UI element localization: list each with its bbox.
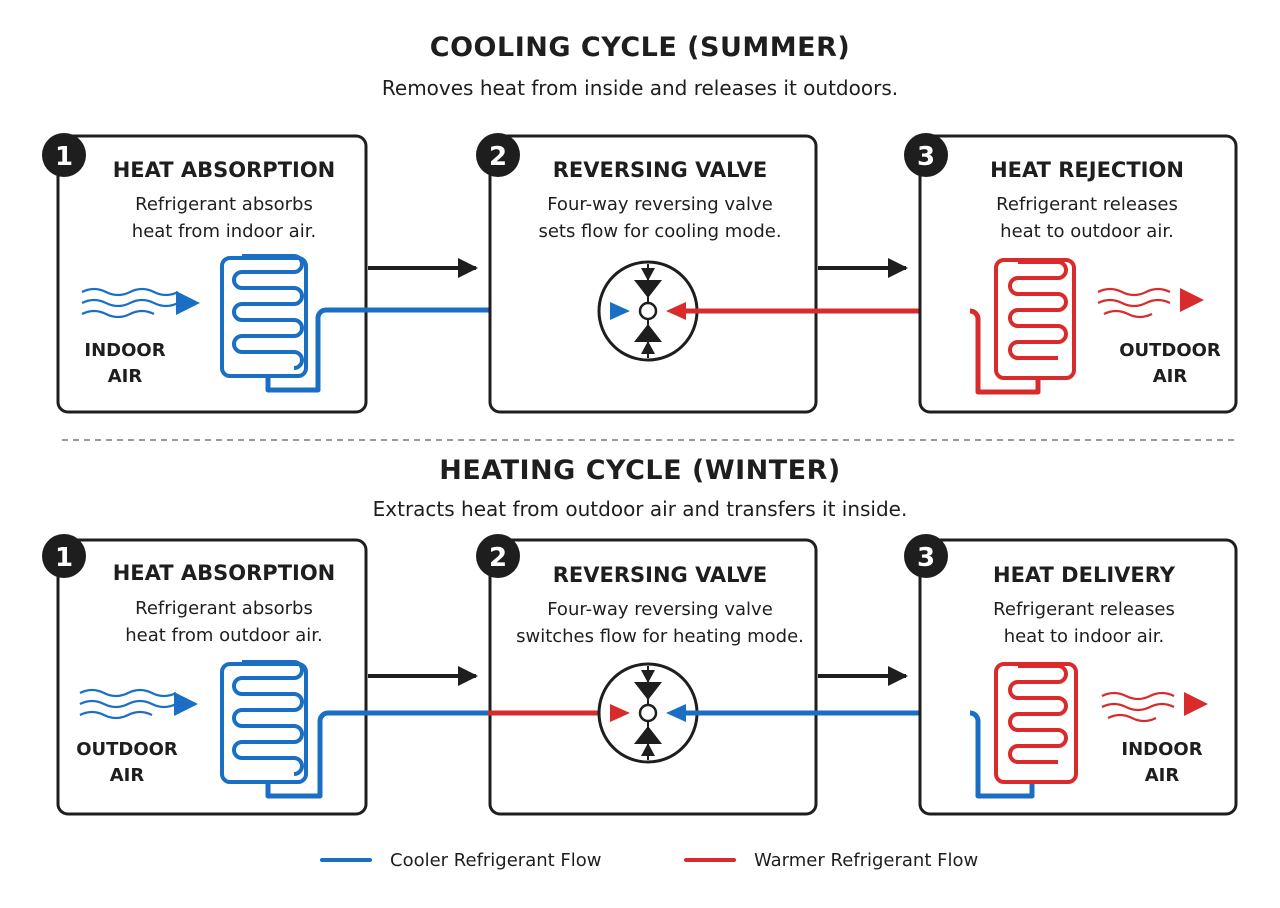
heating-step-1-title: HEAT ABSORPTION <box>113 561 336 585</box>
cooling-step-3-desc-line-1: Refrigerant releases <box>996 194 1178 215</box>
heating-step-2-number: 2 <box>489 543 507 573</box>
air-flow-arrow-icon <box>176 291 200 315</box>
heating-step-3-desc-line-2: heat to indoor air. <box>1004 626 1165 647</box>
heating-step-2-title: REVERSING VALVE <box>553 563 768 587</box>
cooler-refrigerant-line <box>265 307 610 393</box>
warm-flow-arrowhead-icon <box>666 302 686 320</box>
cooling-step-2-title: REVERSING VALVE <box>553 158 768 182</box>
air-flow-arrow-icon <box>1180 288 1204 312</box>
cooling-step-3-air-label-line-1: OUTDOOR <box>1119 340 1221 361</box>
warm-flow-arrowhead-icon <box>610 704 630 722</box>
legend-warm-label: Warmer Refrigerant Flow <box>754 849 979 871</box>
cooling-step-3-number: 3 <box>917 142 935 172</box>
heating-step-1-number: 1 <box>55 543 73 573</box>
cooling-step-2-number: 2 <box>489 142 507 172</box>
cooling-step-3-box <box>918 134 1238 414</box>
heating-subtitle: Extracts heat from outdoor air and trans… <box>372 497 908 521</box>
cooling-step-3-title: HEAT REJECTION <box>990 158 1184 182</box>
coil-frame <box>994 258 1076 380</box>
cooler-refrigerant-line <box>265 710 488 799</box>
coil-frame <box>220 256 308 378</box>
heating-step-1-box <box>56 538 368 816</box>
legend-cool: Cooler Refrigerant Flow <box>320 845 602 875</box>
legend-cool-swatch <box>320 858 372 862</box>
warmer-refrigerant-line <box>969 308 1041 395</box>
legend-warm-swatch <box>684 858 736 862</box>
heating-title: HEATING CYCLE (WINTER) <box>439 455 841 486</box>
cooling-step-1-number: 1 <box>55 142 73 172</box>
cooling-step-3-air-label-line-2: AIR <box>1153 366 1188 387</box>
condenser-coil-icon <box>1008 664 1068 764</box>
cooler-refrigerant-line <box>969 710 1035 799</box>
cooling-step-2-desc-line-2: sets flow for cooling mode. <box>538 221 781 242</box>
cooling-step-2-desc-line-1: Four-way reversing valve <box>547 194 773 215</box>
heating-step-1-desc-line-1: Refrigerant absorbs <box>135 598 313 619</box>
heating-step-1-air-label-line-1: OUTDOOR <box>76 739 178 760</box>
cooling-step-2-badge <box>476 133 520 177</box>
heating-step-3-badge <box>904 534 948 578</box>
cooling-step-1-box <box>56 134 368 414</box>
legend-warm: Warmer Refrigerant Flow <box>684 845 978 875</box>
cooling-step-3-badge <box>904 133 948 177</box>
cooling-step-1-desc-line-1: Refrigerant absorbs <box>135 194 313 215</box>
heating-step-2-desc-line-2: switches flow for heating mode. <box>516 626 804 647</box>
cooling-step-1-title: HEAT ABSORPTION <box>113 158 336 182</box>
air-flow-arrow-icon <box>1184 692 1208 716</box>
air-flow-arrow-icon <box>174 692 198 716</box>
heating-step-3-air-label-line-2: AIR <box>1145 765 1180 786</box>
coil-frame <box>994 662 1078 784</box>
cooling-title: COOLING CYCLE (SUMMER) <box>429 32 851 63</box>
evaporator-coil-icon <box>232 254 304 370</box>
cooling-row: 1 HEAT ABSORPTION Refrigerant absorbs he… <box>42 133 1238 414</box>
heating-step-1-desc-line-2: heat from outdoor air. <box>125 625 322 646</box>
cooling-step-1-air-label-line-1: INDOOR <box>84 340 165 361</box>
legend-cool-label: Cooler Refrigerant Flow <box>390 849 602 871</box>
outdoor-air-waves-icon <box>79 688 177 720</box>
heating-step-3-desc-line-1: Refrigerant releases <box>993 599 1175 620</box>
cooling-subtitle: Removes heat from inside and releases it… <box>381 76 899 100</box>
evaporator-coil-icon <box>232 660 304 776</box>
heating-step-1-air-label-line-2: AIR <box>110 765 145 786</box>
indoor-air-waves-icon <box>81 287 179 319</box>
cool-flow-arrowhead-icon <box>666 704 686 722</box>
cooling-step-1-air-label-line-2: AIR <box>108 366 143 387</box>
heating-step-2-badge <box>476 534 520 578</box>
condenser-coil-icon <box>1008 260 1068 360</box>
cooling-step-3-desc-line-2: heat to outdoor air. <box>1000 221 1174 242</box>
heating-row: 1 HEAT ABSORPTION Refrigerant absorbs he… <box>42 534 1238 816</box>
coil-frame <box>220 662 308 784</box>
heating-step-1-badge <box>42 534 86 578</box>
cooling-step-1-badge <box>42 133 86 177</box>
outdoor-air-waves-icon <box>1097 287 1171 319</box>
heating-step-3-air-label-line-1: INDOOR <box>1121 739 1202 760</box>
indoor-air-waves-icon <box>1101 691 1175 723</box>
heating-step-3-title: HEAT DELIVERY <box>993 563 1176 587</box>
heating-step-2-desc-line-1: Four-way reversing valve <box>547 599 773 620</box>
cool-flow-arrowhead-icon <box>610 302 630 320</box>
cooling-step-1-desc-line-2: heat from indoor air. <box>132 221 316 242</box>
heating-step-3-number: 3 <box>917 543 935 573</box>
